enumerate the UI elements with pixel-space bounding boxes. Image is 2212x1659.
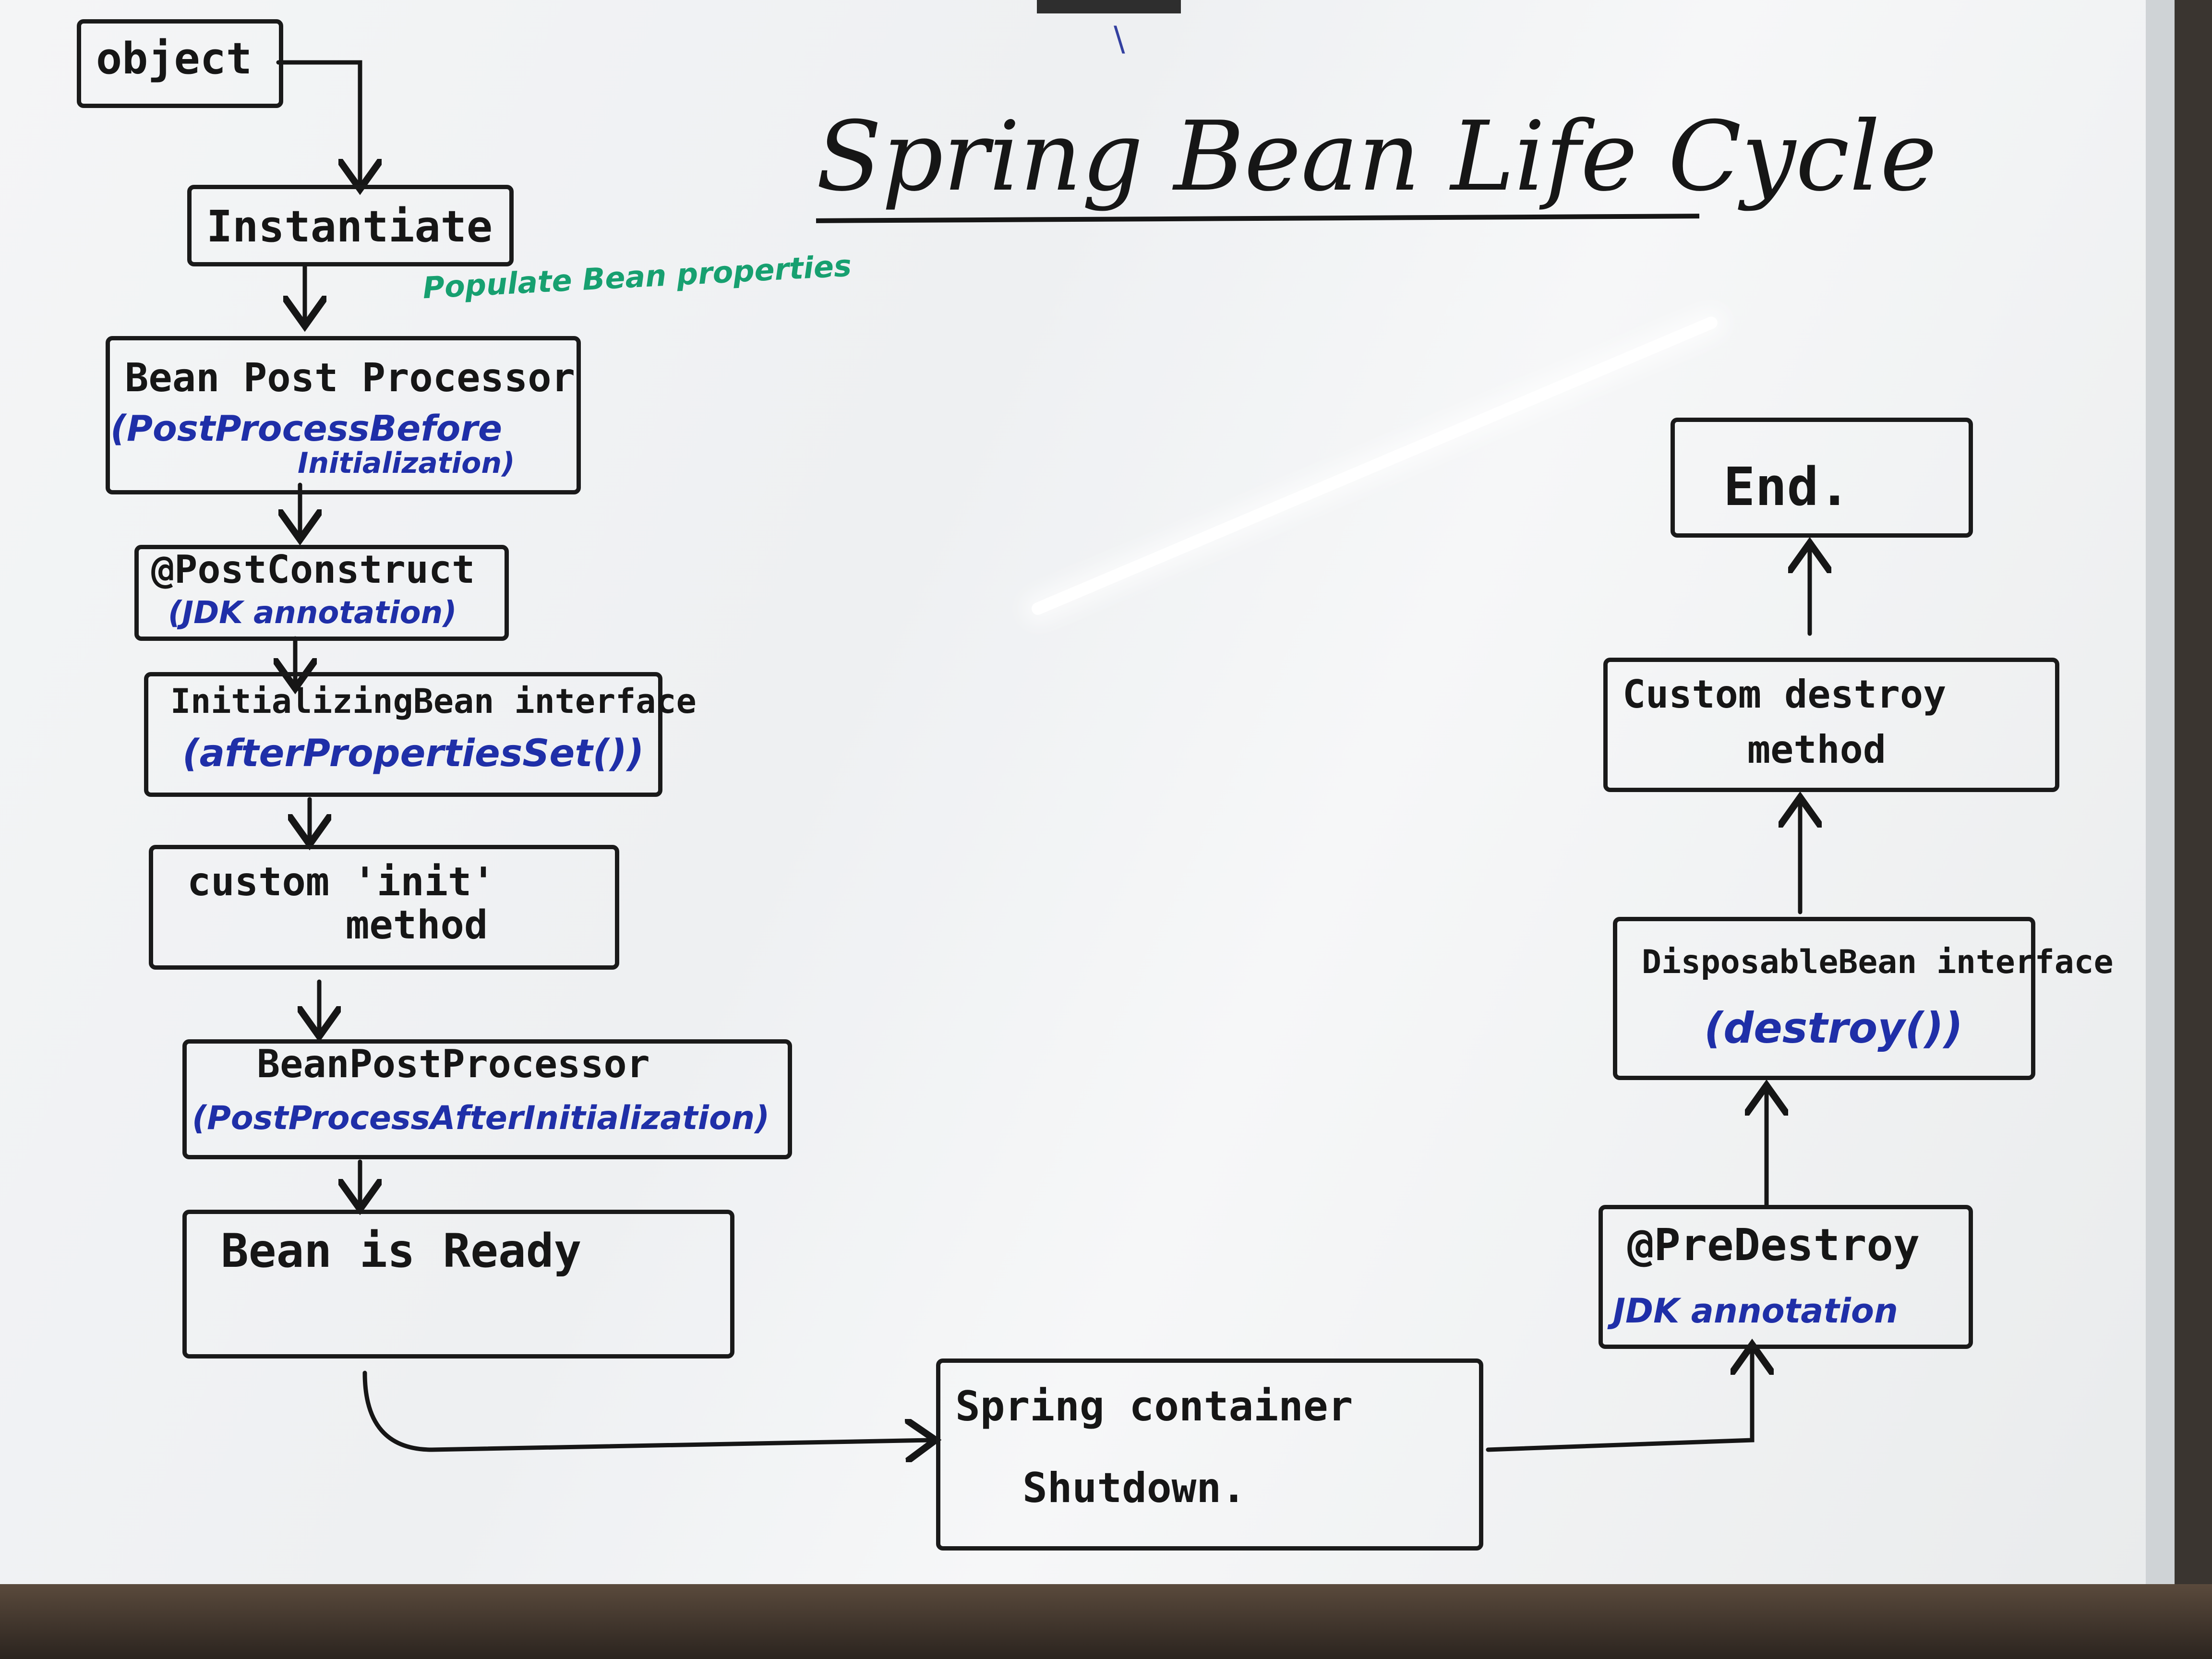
custom-init-line2: method xyxy=(346,902,488,948)
blue-mark: \ xyxy=(1114,19,1125,59)
custom-init-line1: custom 'init' xyxy=(187,859,495,905)
ready-box xyxy=(182,1210,734,1358)
disposable-line1: DisposableBean interface xyxy=(1642,943,2114,981)
bpp-before-box xyxy=(106,336,581,494)
bpp-before-line1: Bean Post Processor xyxy=(125,355,575,401)
instantiate-box xyxy=(187,185,514,266)
end-box xyxy=(1671,418,1973,538)
disposable-box xyxy=(1613,917,2035,1080)
shutdown-box xyxy=(936,1358,1483,1551)
custom-destroy-line2: method xyxy=(1747,727,1886,772)
postconstruct-line1: @PostConstruct xyxy=(151,547,475,592)
initializing-bean-line2: (afterPropertiesSet()) xyxy=(182,732,644,775)
end-label: End. xyxy=(1723,456,1851,517)
custom-init-box xyxy=(149,845,619,970)
predestroy-line1: @PreDestroy xyxy=(1627,1219,1920,1271)
arrow-object-instantiate xyxy=(276,60,360,185)
shutdown-line2: Shutdown. xyxy=(1022,1464,1246,1512)
floor xyxy=(0,1584,2212,1659)
custom-destroy-box xyxy=(1603,658,2059,792)
postconstruct-line2: (JDK annotation) xyxy=(168,595,457,631)
arrow-ready-shutdown xyxy=(362,1370,931,1450)
board-clip xyxy=(1037,0,1181,13)
object-label: object xyxy=(96,34,252,84)
page-title: Spring Bean Life Cycle xyxy=(816,101,1937,213)
bpp-after-box xyxy=(182,1039,792,1159)
arrow-shutdown-predestroy xyxy=(1486,1349,1752,1452)
initializing-bean-line1: InitializingBean interface xyxy=(170,682,697,721)
bpp-after-line2: (PostProcessAfterInitialization) xyxy=(192,1099,770,1137)
predestroy-box xyxy=(1599,1205,1973,1349)
predestroy-line2: JDK annotation xyxy=(1613,1291,1898,1331)
instantiate-label: Instantiate xyxy=(206,202,493,252)
initializing-bean-box xyxy=(144,672,662,797)
shutdown-line1: Spring container xyxy=(955,1382,1353,1431)
disposable-line2: (destroy()) xyxy=(1704,1003,1963,1053)
bpp-before-line3: Initialization) xyxy=(298,446,515,480)
postconstruct-box xyxy=(134,545,509,641)
object-box xyxy=(77,19,283,108)
bpp-after-line1: BeanPostProcessor xyxy=(257,1042,650,1086)
custom-destroy-line1: Custom destroy xyxy=(1623,672,1947,717)
bpp-before-line2: (PostProcessBefore xyxy=(110,408,503,449)
ready-label: Bean is Ready xyxy=(221,1224,582,1278)
